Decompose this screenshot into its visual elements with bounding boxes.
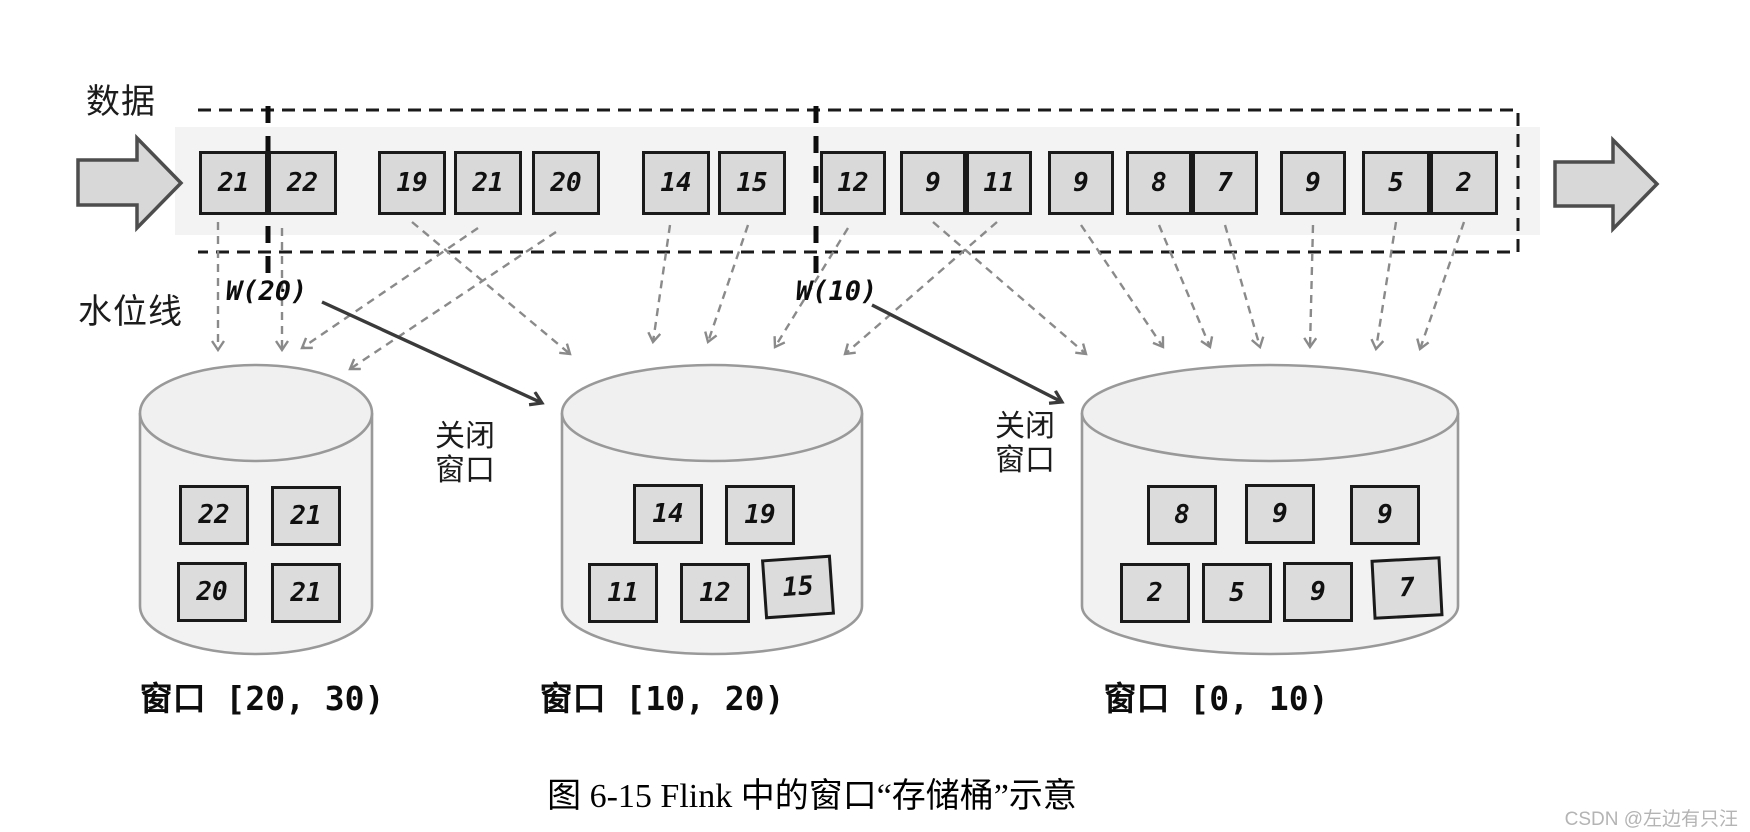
stream-box: 9 <box>1280 151 1346 215</box>
close-window-label-1-line1: 关闭 <box>435 420 495 453</box>
stream-flow-arrow-right <box>1553 135 1660 234</box>
stream-box: 5 <box>1362 151 1430 215</box>
close-window-label-1-line2: 窗口 <box>435 454 495 487</box>
stream-box: 22 <box>268 151 337 215</box>
close-window-arrows <box>321 300 1062 403</box>
stream-box: 14 <box>642 151 710 215</box>
watermark-w10-label: W(10) <box>796 276 878 307</box>
close-window-arrow-2 <box>871 303 1062 402</box>
stream-box: 15 <box>718 151 786 215</box>
watermark-axis-label: 水位线 <box>78 293 183 331</box>
stream-box: 21 <box>199 151 268 215</box>
bucket-item: 21 <box>271 563 341 623</box>
bucket-item: 21 <box>271 486 341 546</box>
close-window-label-2-line1: 关闭 <box>995 410 1055 443</box>
bucket-item: 2 <box>1120 563 1190 623</box>
window-label-20-30: 窗口 [20, 30) <box>139 679 385 718</box>
stream-box: 11 <box>966 151 1032 215</box>
element-to-bucket-arrows <box>211 221 1466 371</box>
bucket-item: 22 <box>179 485 249 545</box>
stream-box: 2 <box>1430 151 1498 215</box>
bucket-item: 12 <box>680 563 750 623</box>
bucket-item: 15 <box>760 554 836 620</box>
bucket-item: 11 <box>588 563 658 623</box>
stream-box: 12 <box>820 151 886 215</box>
stream-dashed-frame <box>198 108 1520 254</box>
watermark-w20-label: W(20) <box>226 276 308 307</box>
bucket-item: 9 <box>1283 562 1353 622</box>
close-window-label-2-line2: 窗口 <box>995 444 1055 477</box>
window-label-0-10: 窗口 [0, 10) <box>1103 679 1329 718</box>
bucket-item: 9 <box>1245 484 1315 544</box>
stream-flow-arrow-left <box>76 133 184 233</box>
bucket-item: 7 <box>1370 556 1444 620</box>
stream-box: 9 <box>1048 151 1114 215</box>
window-label-10-20: 窗口 [10, 20) <box>539 679 785 718</box>
bucket-item: 9 <box>1350 485 1420 545</box>
figure-caption: 图 6-15 Flink 中的窗口“存储桶”示意 <box>547 778 1077 815</box>
stream-box: 8 <box>1126 151 1192 215</box>
bucket-item: 8 <box>1147 485 1217 545</box>
close-window-arrow-1 <box>321 300 542 403</box>
stream-box: 9 <box>900 151 966 215</box>
stream-box: 20 <box>532 151 600 215</box>
stream-box: 7 <box>1192 151 1258 215</box>
stream-box: 21 <box>454 151 522 215</box>
bucket-item: 20 <box>177 562 247 622</box>
stream-label: 数据 <box>86 83 156 121</box>
close-window-label-2: 关闭 窗口 <box>990 410 1060 478</box>
close-window-label-1: 关闭 窗口 <box>430 420 500 488</box>
bucket-item: 19 <box>725 485 795 545</box>
csdn-watermark-credit: CSDN @左边有只汪 <box>1564 809 1738 830</box>
bucket-item: 14 <box>633 484 703 544</box>
bucket-item: 5 <box>1202 563 1272 623</box>
stream-box: 19 <box>378 151 446 215</box>
